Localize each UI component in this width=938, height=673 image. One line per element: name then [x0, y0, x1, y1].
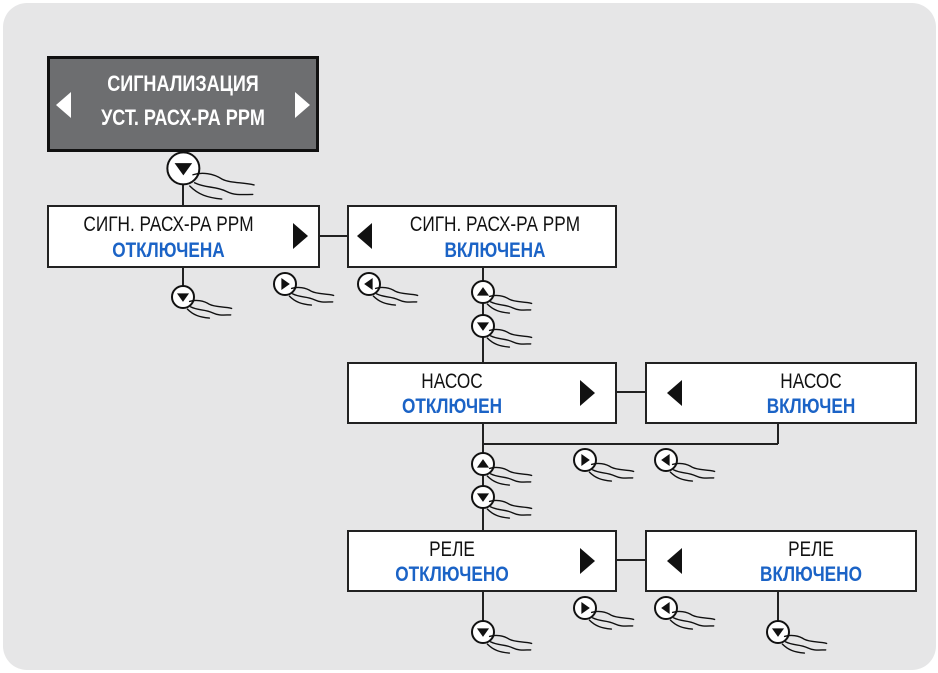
nav-button-down[interactable] — [163, 148, 265, 212]
right-arrow-button-icon — [281, 277, 290, 291]
pressing-finger-icon — [486, 499, 533, 519]
relay-on-status: ВКЛЮЧЕНО — [760, 563, 862, 586]
down-arrow-button-icon — [476, 322, 490, 331]
down-arrow-button-icon — [476, 628, 490, 637]
pressing-finger-icon — [669, 462, 716, 482]
up-arrow-button-icon — [476, 287, 490, 296]
pump-on-status: ВКЛЮЧЕН — [766, 395, 856, 418]
pressing-finger-icon — [588, 462, 635, 482]
nav-button-right[interactable] — [271, 270, 341, 314]
nav-button-left[interactable] — [652, 446, 722, 490]
pressing-finger-icon — [486, 466, 533, 486]
left-arrow-icon — [56, 92, 71, 118]
nav-button-left[interactable] — [355, 270, 425, 314]
header-line2: УСТ. РАСХ-РА PPM — [101, 105, 265, 130]
pump-on-screen: НАСОС ВКЛЮЧЕН — [645, 362, 917, 424]
left-arrow-button-icon — [661, 453, 670, 467]
left-arrow-icon — [667, 548, 682, 574]
nav-button-left[interactable] — [652, 594, 722, 638]
pressing-finger-icon — [781, 634, 828, 654]
alarm-off-screen: СИГН. РАСХ-РА PPM ОТКЛЮЧЕНА — [47, 205, 320, 268]
nav-button-down[interactable] — [169, 283, 239, 327]
relay-off-status: ОТКЛЮЧЕНО — [395, 563, 509, 586]
alarm-off-status: ОТКЛЮЧЕНА — [112, 239, 225, 262]
left-arrow-button-icon — [661, 601, 670, 615]
alarm-on-status: ВКЛЮЧЕНА — [444, 239, 546, 262]
down-arrow-button-icon — [174, 162, 192, 176]
pressing-finger-icon — [486, 294, 533, 314]
nav-button-down[interactable] — [469, 483, 539, 527]
right-arrow-icon — [580, 548, 595, 574]
left-arrow-button-icon — [364, 277, 373, 291]
alarm-on-screen: СИГН. РАСХ-РА PPM ВКЛЮЧЕНА — [347, 205, 617, 268]
nav-button-right[interactable] — [571, 594, 641, 638]
relay-on-screen: РЕЛЕ ВКЛЮЧЕНО — [645, 530, 917, 592]
right-arrow-icon — [580, 380, 595, 406]
nav-button-right[interactable] — [571, 446, 641, 490]
pressing-finger-icon — [372, 286, 419, 306]
right-arrow-icon — [295, 92, 310, 118]
nav-button-down[interactable] — [469, 618, 539, 662]
pressing-finger-icon — [186, 299, 233, 319]
pressing-finger-icon — [588, 610, 635, 630]
header-line1: СИГНАЛИЗАЦИЯ — [107, 71, 259, 96]
pressing-finger-icon — [669, 610, 716, 630]
up-arrow-button-icon — [476, 459, 490, 468]
right-arrow-button-icon — [581, 453, 590, 467]
pump-on-title: НАСОС — [780, 370, 842, 393]
nav-button-down[interactable] — [469, 312, 539, 356]
pressing-finger-icon — [486, 328, 533, 348]
relay-on-title: РЕЛЕ — [788, 538, 834, 561]
pump-off-title: НАСОС — [421, 370, 483, 393]
right-arrow-button-icon — [581, 601, 590, 615]
menu-header-box: СИГНАЛИЗАЦИЯ УСТ. РАСХ-РА PPM — [47, 56, 319, 152]
down-arrow-button-icon — [176, 293, 190, 302]
left-arrow-icon — [667, 380, 682, 406]
down-arrow-button-icon — [476, 493, 490, 502]
pressing-finger-icon — [486, 634, 533, 654]
alarm-off-title: СИГН. РАСХ-РА PPM — [83, 213, 254, 236]
relay-off-title: РЕЛЕ — [429, 538, 475, 561]
pump-off-screen: НАСОС ОТКЛЮЧЕН — [347, 362, 617, 424]
alarm-on-title: СИГН. РАСХ-РА PPM — [409, 213, 581, 236]
left-arrow-icon — [357, 223, 372, 249]
pump-off-status: ОТКЛЮЧЕН — [401, 395, 503, 418]
pressing-finger-icon — [288, 286, 335, 306]
relay-off-screen: РЕЛЕ ОТКЛЮЧЕНО — [347, 530, 617, 592]
down-arrow-button-icon — [771, 628, 785, 637]
right-arrow-icon — [293, 223, 308, 249]
nav-button-down[interactable] — [764, 618, 834, 662]
nav-button-up[interactable] — [469, 450, 539, 494]
nav-button-up[interactable] — [469, 278, 539, 322]
pressing-finger-icon — [188, 172, 255, 200]
